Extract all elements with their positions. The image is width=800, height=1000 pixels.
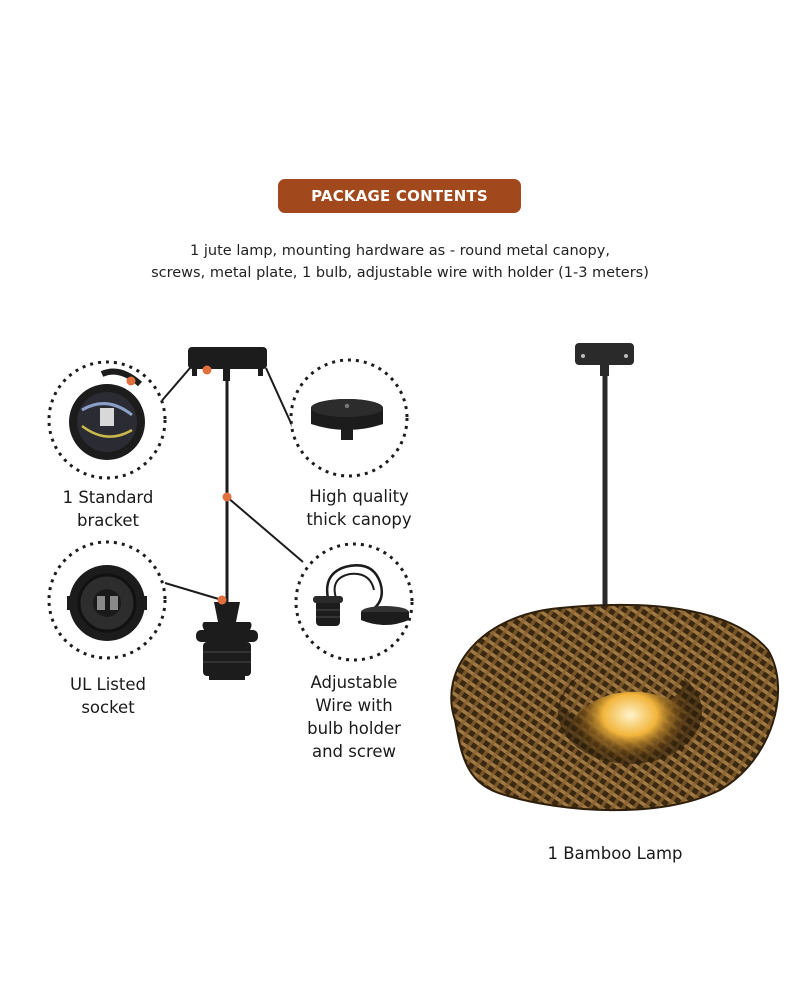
bracket-icon (47, 360, 167, 480)
banner-title: PACKAGE CONTENTS (311, 187, 488, 205)
package-contents-banner: PACKAGE CONTENTS (278, 179, 521, 213)
label-bracket: 1 Standard bracket (62, 488, 154, 530)
description-line-1: 1 jute lamp, mounting hardware as - roun… (190, 243, 610, 259)
socket-icon (47, 540, 167, 660)
wire-holder-icon (294, 542, 414, 662)
hanging-assembly (188, 347, 267, 680)
canopy-icon (289, 358, 409, 478)
label-canopy: High quality thick canopy (306, 487, 412, 529)
package-description: 1 jute lamp, mounting hardware as - roun… (80, 240, 720, 284)
label-wire: Adjustable Wire with bulb holder and scr… (307, 673, 401, 761)
description-line-2: screws, metal plate, 1 bulb, adjustable … (151, 265, 649, 281)
ceiling-canopy-plate (188, 347, 267, 369)
connector-lines (158, 367, 304, 601)
label-bamboo-lamp: 1 Bamboo Lamp (547, 844, 683, 863)
bamboo-lamp-icon (450, 343, 780, 812)
accent-dots (202, 365, 232, 605)
label-socket: UL Listed socket (70, 675, 146, 717)
